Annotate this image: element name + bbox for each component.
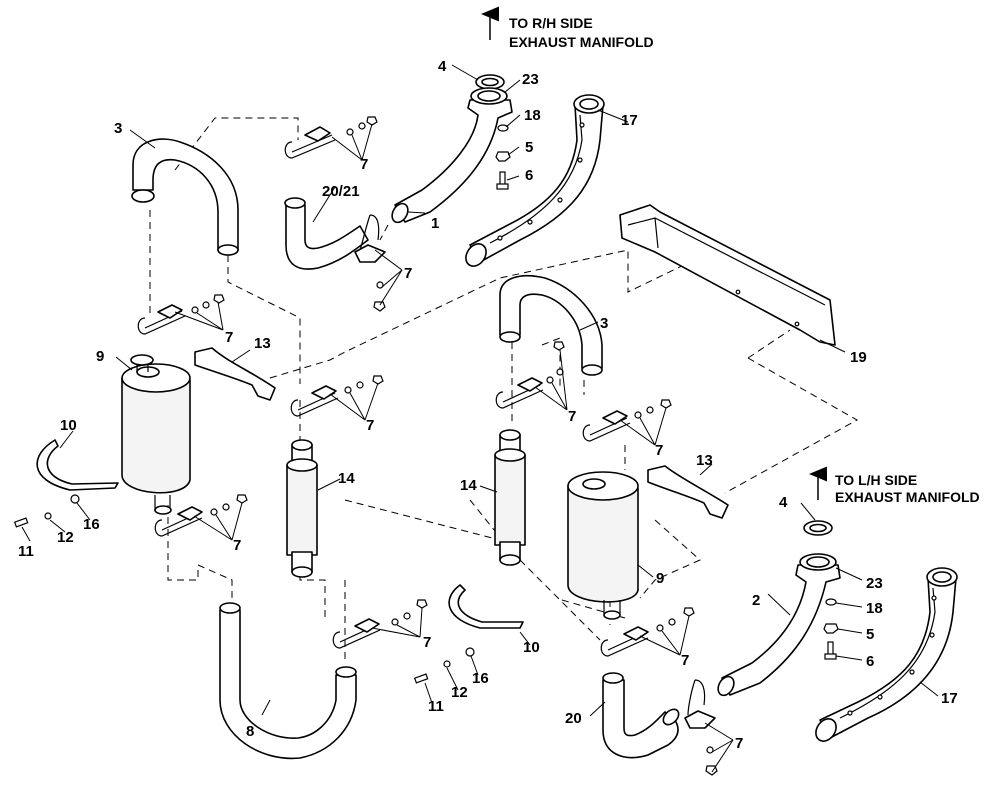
- washer-12-right: [443, 660, 451, 668]
- callout-5-rh: 5: [525, 139, 533, 156]
- tailpipe-3-right: [499, 274, 603, 376]
- elbow-pipe-20: [602, 672, 680, 759]
- callout-14-right: 14: [460, 477, 477, 494]
- callout-13-left: 13: [254, 335, 271, 352]
- callout-4-lh: 4: [779, 494, 788, 511]
- support-bracket-19: [619, 204, 836, 346]
- callout-3-right: 3: [600, 315, 608, 332]
- callout-11-right: 11: [428, 698, 444, 715]
- strap-10-right: [448, 584, 524, 629]
- clamp-7-top: [284, 116, 378, 159]
- callout-20: 20: [565, 710, 582, 727]
- callout-10-left: 10: [60, 417, 77, 434]
- callout-3-left: 3: [114, 120, 122, 137]
- resonator-14-right: [494, 429, 526, 566]
- bolt-6-rh: [496, 171, 509, 190]
- callout-9-right: 9: [656, 570, 664, 587]
- leader-lines: [21, 64, 939, 773]
- clamp-7-bottom-right: [600, 607, 695, 657]
- callout-17-lh: 17: [941, 690, 958, 707]
- clamp-7-middle-left: [290, 375, 384, 417]
- rh-note-line1: TO R/H SIDE: [509, 15, 593, 31]
- tailpipe-8: [219, 602, 357, 760]
- callout-14-left: 14: [338, 470, 355, 487]
- clamp-7-center-upper: [354, 214, 386, 312]
- bolt-11-left: [13, 517, 29, 528]
- clamp-7-right-lower: [582, 399, 672, 442]
- callout-7-lower-left: 7: [233, 537, 241, 554]
- callout-16-left: 16: [83, 516, 100, 533]
- callout-7-bottom-right: 7: [681, 652, 689, 669]
- nut-5-lh: [823, 623, 839, 634]
- assembly-dashed-lines: [149, 117, 859, 660]
- callout-2: 2: [752, 592, 760, 609]
- callout-7-lh-elbow: 7: [735, 735, 743, 752]
- callout-12-left: 12: [57, 529, 74, 546]
- callout-9-left: 9: [96, 348, 104, 365]
- nut-16-left: [70, 494, 80, 504]
- clamp-7-lower-left: [154, 494, 248, 537]
- gasket-rh: [475, 74, 505, 90]
- exhaust-pipe-1: [391, 87, 513, 224]
- elbow-pipe-20-21: [284, 197, 369, 270]
- clamp-7-bottom-mid: [332, 599, 428, 649]
- callout-8: 8: [246, 723, 254, 740]
- callout-20-21: 20/21: [322, 183, 360, 200]
- callout-12-right: 12: [451, 684, 468, 701]
- lh-note-line2: EXHAUST MANIFOLD: [835, 489, 980, 505]
- callout-18-lh: 18: [866, 600, 883, 617]
- callout-6-rh: 6: [525, 167, 533, 184]
- callout-7-middle-left: 7: [366, 417, 374, 434]
- callout-7-right-lower: 7: [655, 442, 663, 459]
- callout-18-rh: 18: [524, 107, 541, 124]
- bolt-6-lh: [824, 641, 837, 660]
- callout-13-right: 13: [696, 452, 713, 469]
- washer-12-left: [44, 512, 52, 520]
- muffler-9-left: [121, 354, 191, 515]
- tailpipe-3-left: [131, 138, 239, 256]
- nut-5-rh: [495, 151, 511, 162]
- callout-7-bottom-mid: 7: [423, 634, 431, 651]
- callout-19: 19: [850, 349, 867, 366]
- washer-18-rh: [497, 124, 509, 132]
- callout-17-rh: 17: [621, 112, 638, 129]
- callout-10-right: 10: [523, 639, 540, 656]
- callout-6-lh: 6: [866, 653, 874, 670]
- callout-5-lh: 5: [866, 626, 874, 643]
- callout-1: 1: [431, 215, 439, 232]
- resonator-14-left: [286, 439, 318, 578]
- clamp-7-left-upper: [137, 294, 225, 335]
- strap-10-left: [36, 439, 119, 491]
- callout-4-rh: 4: [438, 58, 447, 75]
- muffler-9-right: [567, 471, 639, 620]
- callout-7-center: 7: [404, 265, 412, 282]
- callout-7-top: 7: [360, 156, 368, 173]
- callout-labels: 4 23 18 5 6 1 17 20/21 3 7 7 7 9 13 7 10…: [18, 58, 958, 752]
- shielded-pipe-17-lh: [815, 567, 958, 742]
- lh-note-line1: TO L/H SIDE: [835, 472, 917, 488]
- nut-16-right: [465, 647, 475, 657]
- callout-11-left: 11: [18, 543, 34, 560]
- callout-23-rh: 23: [522, 71, 539, 88]
- clamp-7-right-mid: [495, 341, 565, 409]
- heat-shield-13-left: [194, 347, 276, 401]
- shielded-pipe-17-rh: [465, 94, 605, 267]
- rh-note-line2: EXHAUST MANIFOLD: [509, 34, 654, 50]
- callout-7-right-mid: 7: [568, 408, 576, 425]
- callout-23-lh: 23: [866, 575, 883, 592]
- gasket-lh: [803, 520, 833, 536]
- callout-16-right: 16: [472, 670, 489, 687]
- heat-shield-13-right: [647, 465, 729, 519]
- callout-7-left-upper: 7: [225, 329, 233, 346]
- bolt-11-right: [413, 673, 429, 684]
- washer-18-lh: [825, 598, 837, 606]
- exhaust-pipe-2: [717, 553, 841, 697]
